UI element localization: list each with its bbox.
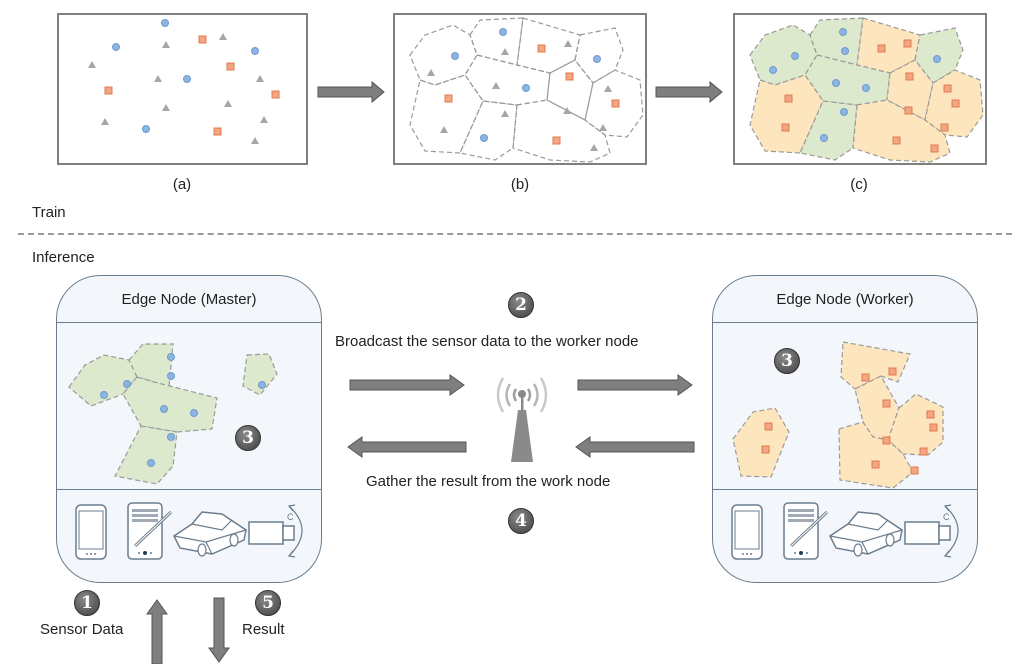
master-node: Edge Node (Master) 3 — [56, 275, 322, 583]
arrow-b-to-c — [655, 80, 723, 104]
point-circle — [142, 125, 150, 133]
smartphone-icon — [75, 504, 107, 560]
point-square — [271, 90, 280, 99]
train-panel-b — [393, 13, 647, 165]
point-triangle — [251, 137, 259, 144]
tablet-stylus-icon — [127, 502, 173, 560]
point-triangle — [162, 104, 170, 111]
point-circle — [112, 43, 120, 51]
point-triangle — [224, 100, 232, 107]
caption-c: (c) — [850, 176, 868, 193]
caption-b: (b) — [510, 176, 530, 193]
step-4-badge: 4 — [508, 508, 534, 534]
point-triangle — [88, 61, 96, 68]
arrow-worker-to-tower — [575, 436, 695, 458]
train-label: Train — [32, 204, 66, 221]
broadcast-text: Broadcast the sensor data to the worker … — [335, 333, 639, 350]
point-square — [198, 35, 207, 44]
sensor-data-label: Sensor Data — [40, 621, 124, 638]
arrow-result-output-down — [208, 597, 230, 663]
master-regions — [68, 343, 278, 485]
svg-text:C: C — [287, 512, 294, 522]
step-2-badge: 2 — [508, 292, 534, 318]
camera-icon: C — [904, 504, 959, 558]
arrow-tower-to-worker — [577, 374, 693, 396]
point-triangle — [256, 75, 264, 82]
point-triangle — [219, 33, 227, 40]
arrow-master-to-tower — [349, 374, 465, 396]
point-triangle — [260, 116, 268, 123]
gather-text: Gather the result from the work node — [366, 473, 611, 490]
smartphone-icon — [731, 504, 763, 560]
caption-a: (a) — [172, 176, 192, 193]
car-icon — [173, 511, 247, 557]
worker-node: Edge Node (Worker) 3 — [712, 275, 978, 583]
master-node-title: Edge Node (Master) — [57, 276, 321, 323]
train-panel-c — [733, 13, 987, 165]
point-square — [226, 62, 235, 71]
point-square — [104, 86, 113, 95]
step-5-badge: 5 — [255, 590, 281, 616]
point-square — [213, 127, 222, 136]
worker-devices: C — [713, 489, 977, 582]
arrow-sensor-input-up — [146, 599, 168, 664]
regions-b — [409, 17, 644, 163]
step-3-badge-worker: 3 — [774, 348, 800, 374]
point-circle — [161, 19, 169, 27]
step-3-badge-master: 3 — [235, 425, 261, 451]
worker-node-title: Edge Node (Worker) — [713, 276, 977, 323]
car-icon — [829, 511, 903, 557]
point-triangle — [162, 41, 170, 48]
arrow-tower-to-master — [347, 436, 467, 458]
master-devices: C — [57, 489, 321, 582]
train-panel-a — [57, 13, 308, 165]
train-inference-divider — [18, 233, 1012, 235]
worker-regions — [732, 341, 944, 489]
result-label: Result — [242, 621, 285, 638]
point-circle — [251, 47, 259, 55]
point-triangle — [101, 118, 109, 125]
svg-text:C: C — [943, 512, 950, 522]
point-circle — [183, 75, 191, 83]
inference-label: Inference — [32, 249, 95, 266]
step-1-badge: 1 — [74, 590, 100, 616]
arrow-a-to-b — [317, 80, 385, 104]
regions-c — [749, 17, 984, 163]
tablet-stylus-icon — [783, 502, 829, 560]
point-triangle — [154, 75, 162, 82]
points-scatter-a — [88, 19, 280, 144]
antenna-tower-icon — [496, 377, 548, 462]
camera-icon: C — [248, 504, 303, 558]
